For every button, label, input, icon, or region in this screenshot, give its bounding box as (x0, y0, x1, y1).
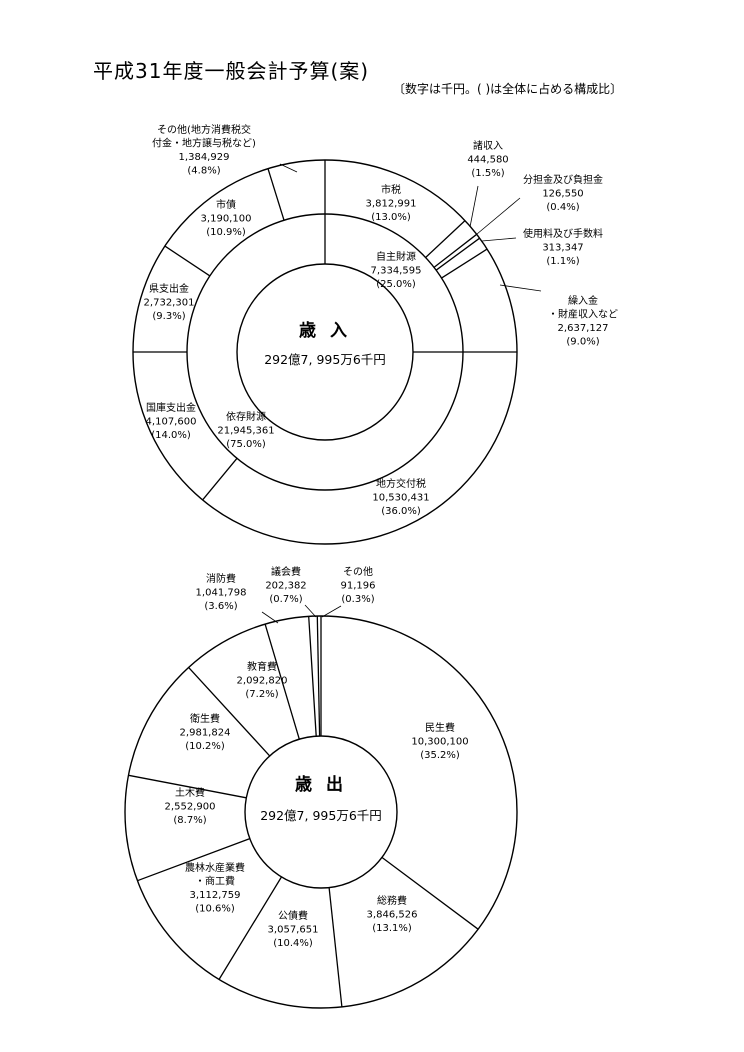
expenditure-boundary (137, 837, 251, 882)
expenditure-leader-line (261, 611, 279, 624)
expenditure-boundary (128, 774, 247, 799)
revenue-leader-line (476, 197, 521, 235)
units-note: 〔数字は千円。( )は全体に占める構成比〕 (393, 82, 623, 96)
expenditure-boundary (264, 623, 300, 740)
expenditure-leader-line (304, 604, 317, 618)
expenditure-boundary (218, 876, 283, 980)
expenditure-boundary (381, 856, 479, 930)
revenue-outer-label: その他(地方消費税交付金・地方譲与税など)1,384,929(4.8%) (152, 123, 256, 177)
revenue-outer-boundary (425, 220, 466, 258)
expenditure-boundary (188, 666, 271, 757)
expenditure-total: 292億7, 995万6千円 (260, 808, 382, 823)
revenue-total: 292億7, 995万6千円 (264, 352, 386, 367)
revenue-leader-line (469, 185, 479, 228)
expenditure-boundary (308, 616, 317, 737)
revenue-outer-boundary (164, 245, 211, 277)
expenditure-boundary (328, 887, 343, 1007)
page-title: 平成31年度一般会計予算(案) (93, 59, 370, 83)
expenditure-title: 歳 出 (295, 774, 347, 795)
revenue-outer-boundary (202, 457, 238, 501)
expenditure-leader-line (321, 605, 342, 618)
expenditure-boundary (316, 615, 321, 737)
revenue-outer-boundary (435, 237, 480, 271)
revenue-leader-line (279, 163, 298, 173)
revenue-title: 歳 入 (299, 320, 351, 341)
revenue-outer-boundary (441, 248, 488, 279)
revenue-leader-line (481, 237, 517, 242)
revenue-outer-boundary (433, 233, 478, 268)
revenue-outer-boundary (267, 168, 285, 221)
revenue-leader-line (499, 284, 542, 292)
